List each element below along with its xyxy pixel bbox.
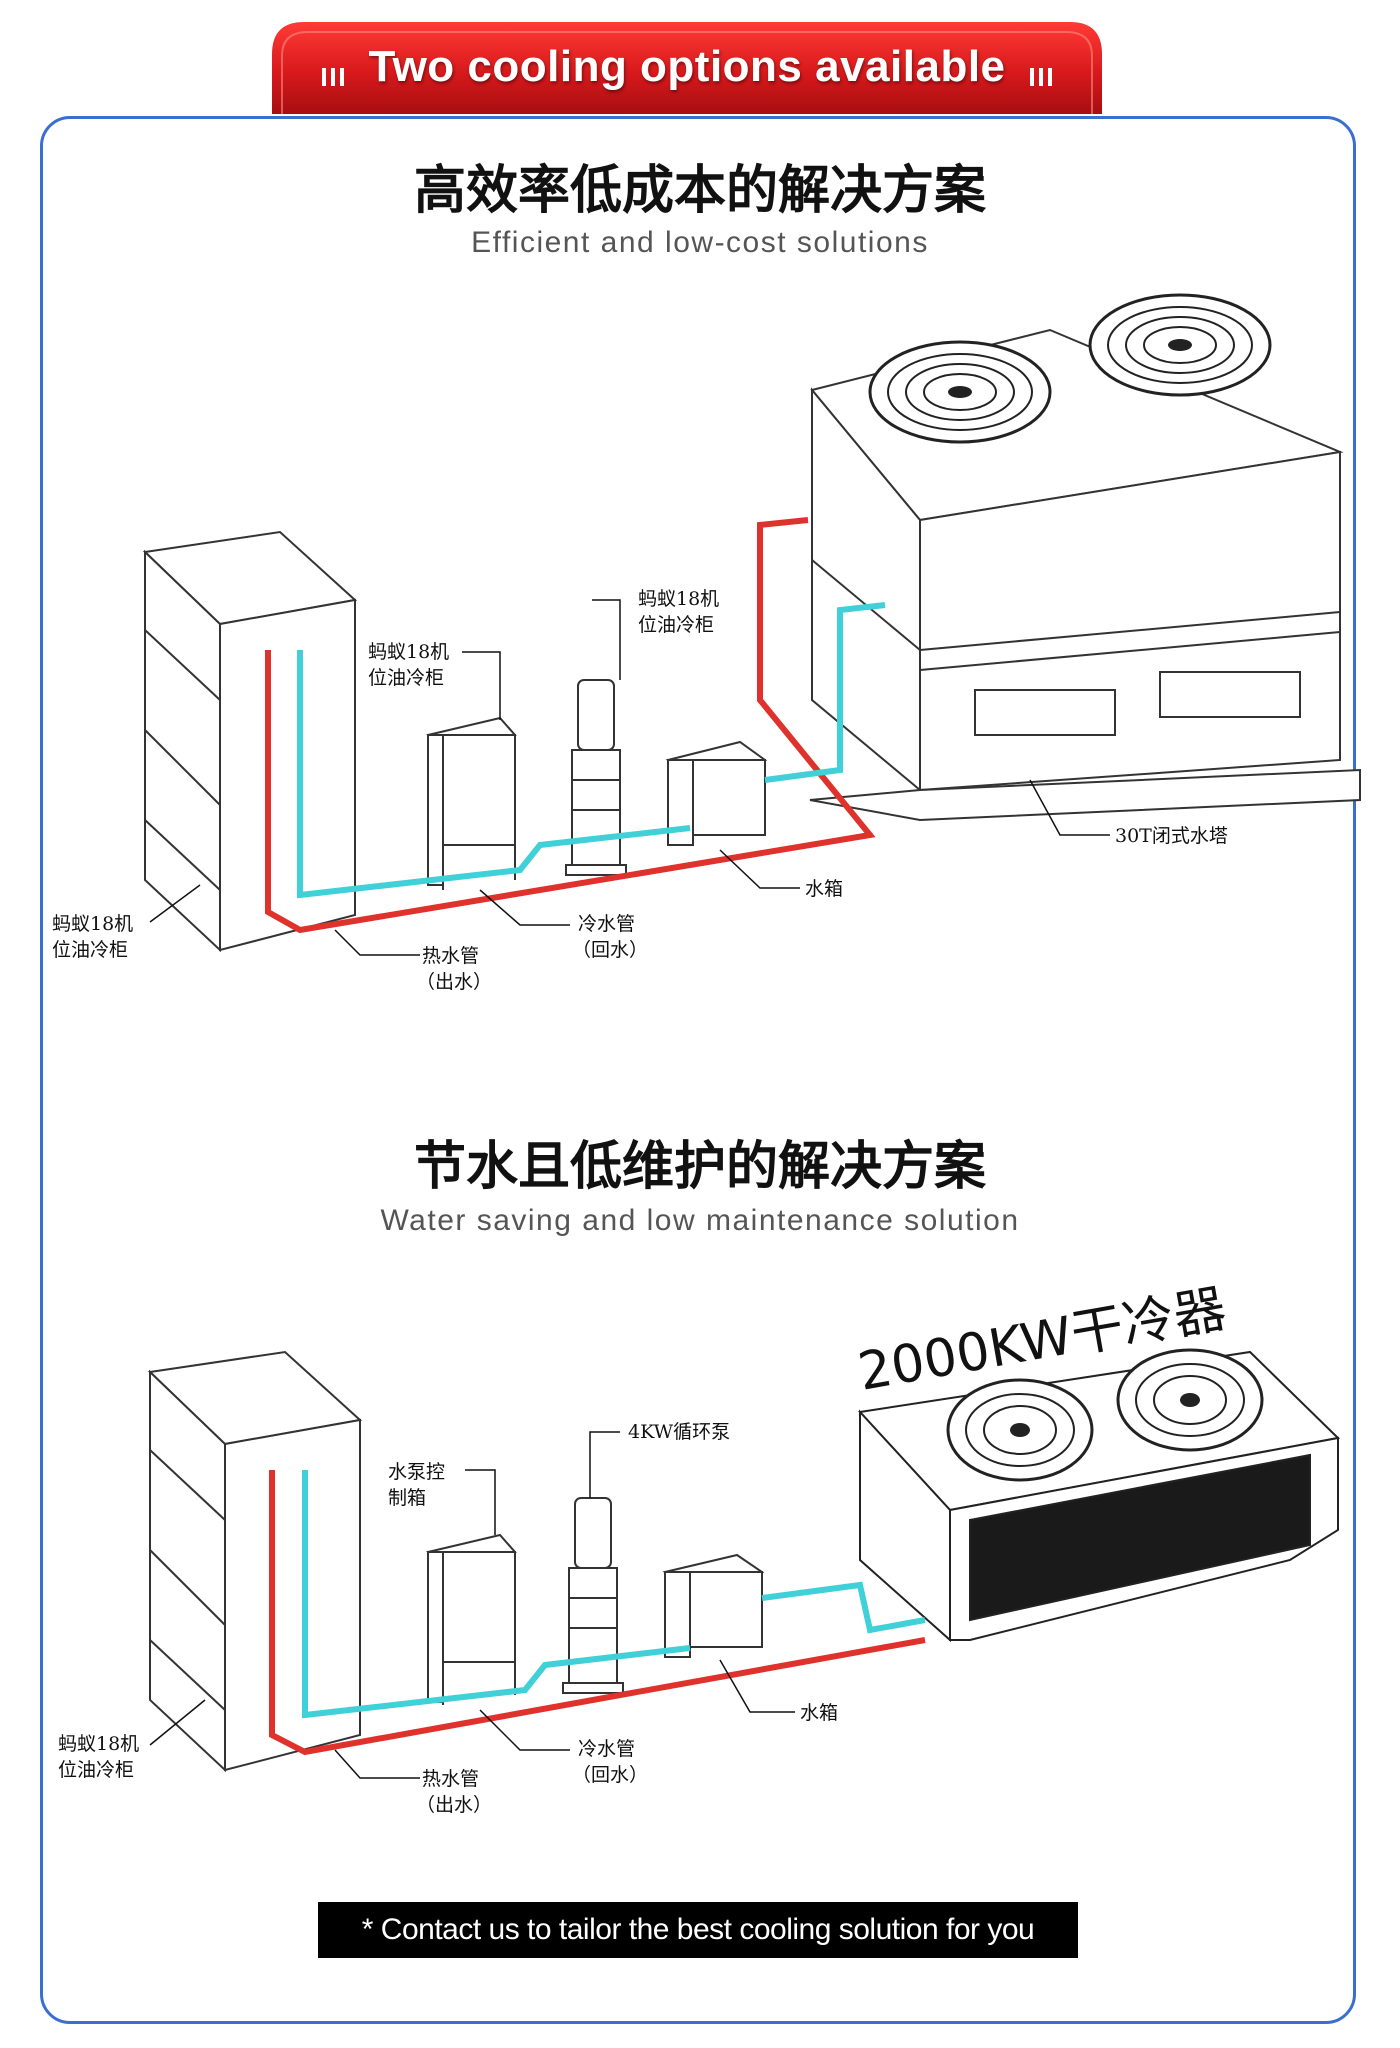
content-frame: [40, 116, 1356, 2024]
section1-heading: 高效率低成本的解决方案: [413, 161, 986, 221]
control-box-label-line2: 位油冷柜: [368, 667, 444, 689]
tower-label: 30T闭式水塔: [1115, 825, 1228, 847]
cold-pipe-label-line2: （回水）: [572, 939, 648, 961]
pump-control-box-2: [426, 1533, 517, 1705]
hot-water-pipe: [265, 517, 876, 934]
dry-cooler-fan-left-icon: [946, 1378, 1094, 1482]
tower-fan-left-icon: [868, 340, 1052, 444]
oil-cooling-cabinet: [142, 530, 358, 953]
cabinet-label-line1-2: 蚂蚁18机: [58, 1733, 139, 1755]
section2-heading: 节水且低维护的解决方案: [413, 1137, 986, 1197]
cold-water-pipe: [297, 602, 886, 899]
cabinet-label-line2: 位油冷柜: [52, 939, 128, 961]
tank-label: 水箱: [805, 878, 843, 900]
water-tank-2: [662, 1553, 765, 1658]
cold-pipe-label-line1-2: 冷水管: [578, 1738, 635, 1760]
banner-title: Two cooling options available: [368, 42, 1006, 91]
dry-cooler-unit: [857, 1350, 1341, 1643]
section2-subheading: Water saving and low maintenance solutio…: [380, 1204, 1020, 1237]
banner-shape: [272, 22, 1102, 114]
cabinet-label-line1: 蚂蚁18机: [52, 913, 133, 935]
cooling-tower-diagram: 蚂蚁18机 位油冷柜 蚂蚁18机 位油冷柜 蚂蚁18机 位油冷柜 热水管 （出水…: [52, 293, 1361, 993]
tower-fan-right-icon: [1088, 293, 1272, 397]
control-box-label-line2-2: 制箱: [388, 1487, 426, 1509]
leader-lines: [149, 599, 1110, 956]
hot-pipe-label-line2-2: （出水）: [416, 1794, 492, 1816]
hot-pipe-label-line2: （出水）: [416, 971, 492, 993]
control-box-label-line1-2: 水泵控: [388, 1461, 445, 1483]
vertical-pump-2: [562, 1497, 624, 1694]
leader-lines-2: [149, 1431, 795, 1779]
cold-water-pipe-2: [302, 1470, 926, 1719]
hot-water-pipe-2: [269, 1470, 926, 1756]
hot-pipe-label-line1: 热水管: [422, 945, 479, 967]
pump-label-2: 4KW循环泵: [628, 1421, 730, 1443]
cabinet-label-line2-2: 位油冷柜: [58, 1759, 134, 1781]
dry-cooler-diagram: 2000KW干冷器: [58, 1279, 1341, 1816]
contact-footer: * Contact us to tailor the best cooling …: [318, 1902, 1078, 1958]
hot-pipe-label-line1-2: 热水管: [422, 1768, 479, 1790]
title-banner: Two cooling options available: [272, 14, 1102, 114]
pump-control-box: [426, 716, 517, 890]
oil-cooling-cabinet-2: [147, 1350, 363, 1773]
cold-pipe-label-line2-2: （回水）: [572, 1764, 648, 1786]
cold-pipe-label-line1: 冷水管: [578, 913, 635, 935]
banner-left-bars-icon: [322, 68, 344, 86]
dry-cooler-fan-right-icon: [1116, 1348, 1264, 1452]
control-box-label-line1: 蚂蚁18机: [368, 641, 449, 663]
section1-subheading: Efficient and low-cost solutions: [471, 226, 929, 259]
tank-label-2: 水箱: [800, 1702, 838, 1724]
pump-label-line2: 位油冷柜: [638, 614, 714, 636]
vertical-pump: [565, 679, 627, 876]
pump-label-line1: 蚂蚁18机: [638, 588, 719, 610]
banner-right-bars-icon: [1030, 68, 1052, 86]
